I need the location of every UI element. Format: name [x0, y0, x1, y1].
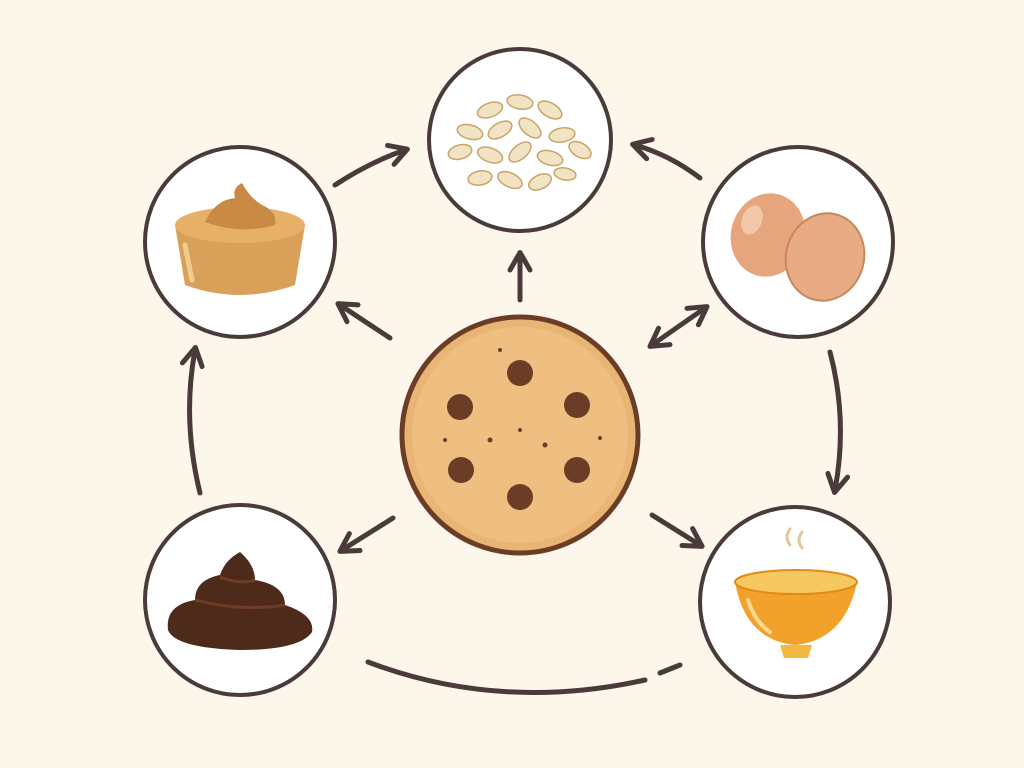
connector-dash: [657, 662, 683, 676]
arrow-peanut-butter-to-oats: [332, 142, 410, 188]
connector-chocolate-honey: [365, 659, 648, 695]
peanut-butter-icon: [175, 183, 305, 295]
arrow-cookie-to-honey: [649, 512, 705, 549]
arrow-cookie-eggs: [647, 304, 710, 349]
chocolate-icon: [167, 552, 313, 650]
oats-icon: [447, 93, 592, 191]
arrow-cookie-to-chocolate: [337, 515, 396, 554]
arrow-eggs-to-honey: [825, 349, 851, 495]
honey-bowl-icon: [734, 527, 858, 658]
arrow-cookie-to-peanut-butter: [335, 301, 393, 341]
arrow-eggs-to-oats: [630, 137, 703, 181]
arrow-chocolate-to-peanut-butter: [179, 345, 205, 496]
node-oats: [427, 47, 613, 233]
cookie-icon: [399, 314, 641, 556]
eggs-icon: [730, 193, 866, 302]
